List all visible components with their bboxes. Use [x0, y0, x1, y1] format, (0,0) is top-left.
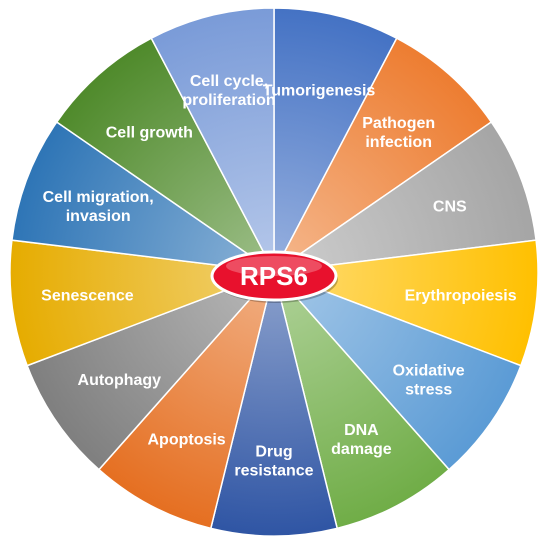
segment-label-line: infection	[365, 134, 432, 151]
segment-apoptosis	[97, 271, 275, 530]
segment-label-line: resistance	[234, 463, 313, 480]
center-hub: RPS6	[210, 250, 338, 303]
segment-cell-migration-invasion	[11, 120, 275, 273]
segment-label: Tumorigenesis	[263, 83, 376, 100]
segment-label: Erythropoiesis	[405, 288, 517, 305]
segment-drug-resistance	[209, 271, 339, 537]
segment-label-line: damage	[331, 441, 392, 458]
segment-label: Drug resistance	[234, 444, 313, 480]
segment-label: DNA damage	[331, 422, 392, 458]
segment-label-line: CNS	[433, 198, 467, 215]
segments-layer	[9, 7, 539, 537]
segment-tumorigenesis	[273, 7, 398, 273]
segment-label-line: Cell migration,	[43, 189, 154, 206]
segment-cell-growth	[55, 37, 275, 273]
segment-cell-cycle-proliferation	[150, 7, 275, 273]
segment-label-line: Oxidative	[393, 362, 465, 379]
segment-label-line: Drug	[255, 444, 292, 461]
segment-label-line: invasion	[66, 208, 131, 225]
segment-label-line: Autophagy	[78, 372, 162, 389]
segment-label-line: Senescence	[41, 288, 134, 305]
segment-label-line: Pathogen	[362, 115, 435, 132]
segment-label: Cell migration, invasion	[43, 189, 154, 225]
segment-label-line: Erythropoiesis	[405, 288, 517, 305]
segment-senescence	[9, 239, 275, 367]
segment-label-line: proliferation	[182, 92, 275, 109]
segment-label-line: Cell cycle,	[190, 73, 268, 90]
segment-label: Autophagy	[78, 372, 162, 389]
segment-label-line: Tumorigenesis	[263, 83, 376, 100]
segment-label: Pathogen infection	[362, 115, 435, 151]
segment-label-line: Cell growth	[106, 124, 193, 141]
segment-label: Oxidative stress	[393, 362, 465, 398]
segment-label-line: Apoptosis	[147, 432, 225, 449]
segment-autophagy	[26, 271, 275, 471]
center-hub-oval	[210, 250, 338, 302]
segment-label: Cell cycle, proliferation	[182, 73, 275, 109]
segment-label: Senescence	[41, 288, 134, 305]
segment-label: Cell growth	[106, 124, 193, 141]
segment-label-line: stress	[405, 381, 452, 398]
segment-oxidative-stress	[273, 271, 522, 471]
segment-label: CNS	[433, 198, 467, 215]
center-label: RPS6	[240, 261, 308, 291]
segment-label: Apoptosis	[147, 432, 225, 449]
segment-pathogen-infection	[273, 37, 493, 273]
segment-label-line: DNA	[344, 422, 379, 439]
segment-dna-damage	[273, 271, 451, 530]
segment-erythropoiesis	[273, 239, 539, 367]
segment-cns	[273, 120, 537, 273]
